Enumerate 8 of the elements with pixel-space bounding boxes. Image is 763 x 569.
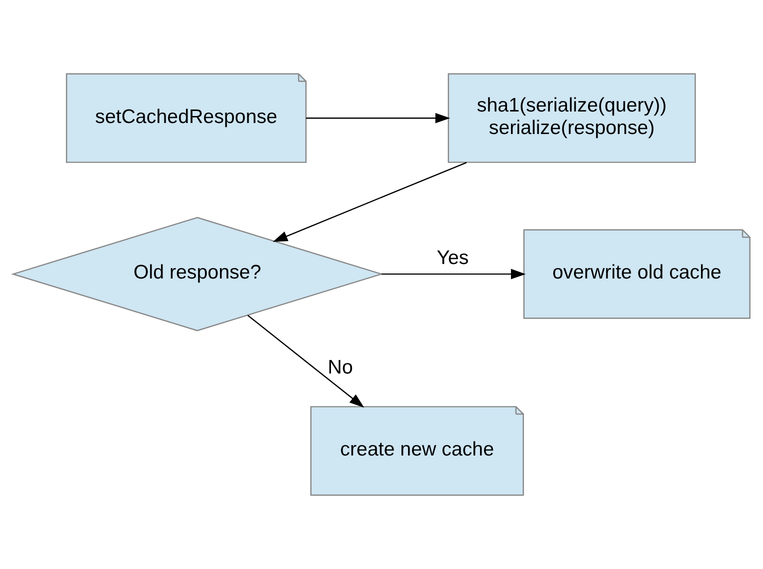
edge-label: No [328,356,353,378]
node-box: sha1(serialize(query)) serialize(response) [448,73,696,163]
arrow [247,314,364,408]
arrow [306,112,450,124]
node-diamond: Old response? [11,216,384,332]
arrow [382,268,526,280]
edge-label: Yes [436,246,469,269]
arrow [272,162,467,242]
